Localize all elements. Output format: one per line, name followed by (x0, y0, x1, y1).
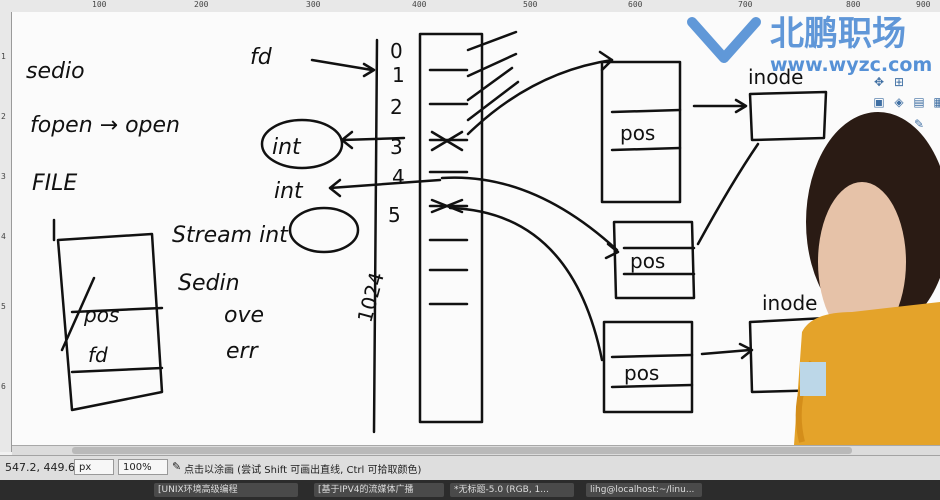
ruler-tick: 800 (846, 0, 861, 9)
stream-int-label: Stream int (172, 223, 289, 248)
watermark-url: www.wyzc.com (770, 54, 933, 76)
file-struct-pos: pos (630, 249, 665, 273)
file-struct-pos: pos (620, 121, 655, 145)
fd-table-slots (428, 68, 469, 306)
fd-number: 3 (390, 135, 403, 159)
fd-max-label: 1024 (353, 270, 389, 325)
note-sedio: sedio (26, 59, 85, 84)
int-label-2: int (274, 179, 304, 204)
pencil-tool-icon[interactable]: ✎ (913, 117, 925, 131)
zoom-select[interactable]: 100% (118, 459, 168, 475)
taskbar-item[interactable]: [UNIX环境高级编程 (154, 483, 298, 497)
note-sedin: Sedin (178, 271, 240, 296)
file-struct-divider (70, 366, 164, 374)
ruler-tick: 100 (92, 0, 107, 9)
crop-tool-icon[interactable]: ▣ (873, 95, 885, 109)
fd-left-line (372, 38, 379, 434)
fd-number: 0 (390, 39, 403, 63)
ruler-tick: 3 (1, 172, 6, 181)
fd-slot-x (430, 198, 464, 214)
note-ove: ove (224, 303, 264, 328)
scrollbar-thumb[interactable] (72, 447, 852, 454)
ruler-tick: 900 (916, 0, 931, 9)
struct-pos-label: pos (83, 303, 119, 327)
pointer-coordinates: 547.2, 449.6 (5, 461, 75, 474)
file-struct-2 (612, 220, 696, 300)
fd-label: fd (250, 45, 273, 70)
ruler-tick: 600 (628, 0, 643, 9)
vertical-ruler[interactable]: 1 2 3 4 5 6 (0, 12, 12, 452)
ruler-tick: 4 (1, 232, 6, 241)
fd-arrow (310, 58, 374, 72)
ruler-tick: 5 (1, 302, 6, 311)
tool-palette: ✥ ⊞ ▣ ◈ ▤ ▦ ✎ (870, 74, 940, 152)
fd-slot-x (430, 130, 464, 152)
fd3-arrow (466, 58, 614, 136)
taskbar-item[interactable]: *无标题-5.0 (RGB, 1... (450, 483, 574, 497)
fd-number: 4 (392, 165, 405, 189)
inode-box-1 (748, 90, 828, 142)
fd-table (418, 32, 484, 424)
cage-tool-icon[interactable]: ▤ (913, 95, 925, 109)
ruler-tick: 1 (1, 52, 6, 61)
unit-select[interactable]: px (74, 459, 114, 475)
flip-tool-icon[interactable]: ◈ (894, 95, 904, 109)
taskbar-item[interactable]: [基于IPV4的流媒体广播 (314, 483, 444, 497)
ruler-tick: 700 (738, 0, 753, 9)
int-label-1: int (272, 135, 302, 160)
int-arrow (328, 178, 442, 190)
ruler-tick: 400 (412, 0, 427, 9)
fd5-arrow (448, 206, 604, 362)
file-struct-3 (602, 320, 694, 414)
watermark-logo (684, 14, 764, 66)
ruler-tick: 200 (194, 0, 209, 9)
paint-tool-icon[interactable]: ▦ (933, 95, 940, 109)
note-fopen-open: fopen → open (30, 113, 180, 138)
status-bar: 547.2, 449.6 px 100% ✎ 点击以涂画 (尝试 Shift 可… (0, 455, 940, 480)
horizontal-scrollbar[interactable] (12, 445, 940, 455)
inode-label-2: inode (762, 291, 817, 315)
fd-number: 1 (392, 63, 405, 87)
presenter-figure (794, 112, 940, 445)
taskbar: [UNIX环境高级编程 [基于IPV4的流媒体广播 *无标题-5.0 (RGB,… (0, 480, 940, 500)
int-arrow (340, 136, 406, 142)
struct-fd-label: fd (88, 343, 108, 367)
watermark-brand: 北鹏职场 (770, 14, 906, 54)
note-file: FILE (32, 171, 77, 196)
int-circle (260, 118, 344, 170)
fd4-arrow (440, 176, 619, 252)
taskbar-item[interactable]: lihg@localhost:~/linu... (586, 483, 702, 497)
fd-out-arrows (466, 30, 520, 122)
fd-number: 2 (390, 95, 403, 119)
fd-number: 5 (388, 203, 401, 227)
ruler-tick: 300 (306, 0, 321, 9)
tool-hint: 点击以涂画 (尝试 Shift 可画出直线, Ctrl 可拾取颜色) (184, 465, 422, 476)
drawing-canvas[interactable]: sedio fopen → open FILE fd int int Strea… (12, 12, 940, 445)
ruler-tick: 6 (1, 382, 6, 391)
align-tool-icon[interactable]: ⊞ (893, 75, 905, 89)
paintbrush-icon: ✎ (172, 460, 182, 473)
inode-label-1: inode (748, 65, 803, 89)
whiteboard-drawing: sedio fopen → open FILE fd int int Strea… (26, 30, 940, 445)
ruler-tick: 500 (523, 0, 538, 9)
file-struct-left-box (56, 232, 164, 412)
note-err: err (226, 339, 260, 364)
stream-int-circle (288, 206, 360, 254)
file-struct-divider (70, 306, 164, 314)
move-tool-icon[interactable]: ✥ (873, 75, 885, 89)
ruler-tick: 2 (1, 112, 6, 121)
file-struct-1 (600, 60, 682, 204)
file-struct-slash (60, 276, 96, 352)
file-struct-pos: pos (624, 361, 659, 385)
